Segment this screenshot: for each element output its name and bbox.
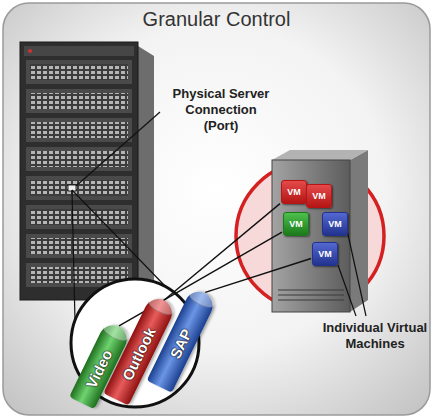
node-text: VM bbox=[312, 191, 326, 201]
callout-label: Physical Server Connection (Port) bbox=[168, 86, 274, 134]
server-side bbox=[350, 150, 368, 312]
switch-ports bbox=[30, 64, 128, 80]
vm-box: VM bbox=[283, 212, 309, 236]
cone-line bbox=[72, 190, 75, 321]
node-text: VM bbox=[318, 249, 332, 259]
diagram-title: Granular Control bbox=[0, 8, 433, 31]
switch-front bbox=[20, 42, 138, 300]
vm-box: VM bbox=[281, 180, 307, 204]
node-text: VM bbox=[287, 187, 301, 197]
switch-card bbox=[26, 118, 132, 142]
switch-logo bbox=[28, 49, 32, 53]
network-switch bbox=[20, 42, 154, 300]
node-text: VM bbox=[289, 219, 303, 229]
server-top bbox=[272, 150, 368, 160]
background-panel bbox=[3, 3, 430, 415]
switch-side bbox=[138, 46, 154, 300]
server-vent bbox=[278, 300, 344, 301]
server-front bbox=[272, 160, 350, 312]
vm-box: VM bbox=[322, 212, 348, 236]
switch-ports bbox=[30, 93, 128, 109]
server-vent bbox=[278, 295, 344, 296]
switch-ports bbox=[30, 238, 128, 254]
leader-line bbox=[347, 230, 366, 316]
vm-box: VM bbox=[306, 184, 332, 208]
switch-ports bbox=[30, 267, 128, 283]
leader-line bbox=[338, 265, 356, 316]
callout-label: Individual Virtual Machines bbox=[322, 320, 428, 352]
leader-line bbox=[76, 112, 160, 186]
switch-card bbox=[26, 234, 132, 258]
connector-line bbox=[165, 204, 280, 300]
switch-ports bbox=[30, 122, 128, 138]
switch-card bbox=[26, 60, 132, 84]
switch-ports bbox=[30, 180, 128, 196]
node-text: VM bbox=[328, 219, 342, 229]
vm-box: VM bbox=[312, 242, 338, 266]
cone-line bbox=[72, 190, 167, 288]
switch-card bbox=[26, 205, 132, 229]
switch-card bbox=[26, 89, 132, 113]
node-text: SAP bbox=[166, 319, 198, 361]
switch-logo-strip bbox=[24, 46, 134, 56]
switch-ports bbox=[30, 209, 128, 225]
server-vent bbox=[278, 290, 344, 291]
connector-line bbox=[205, 258, 311, 292]
server-tower bbox=[272, 150, 368, 312]
